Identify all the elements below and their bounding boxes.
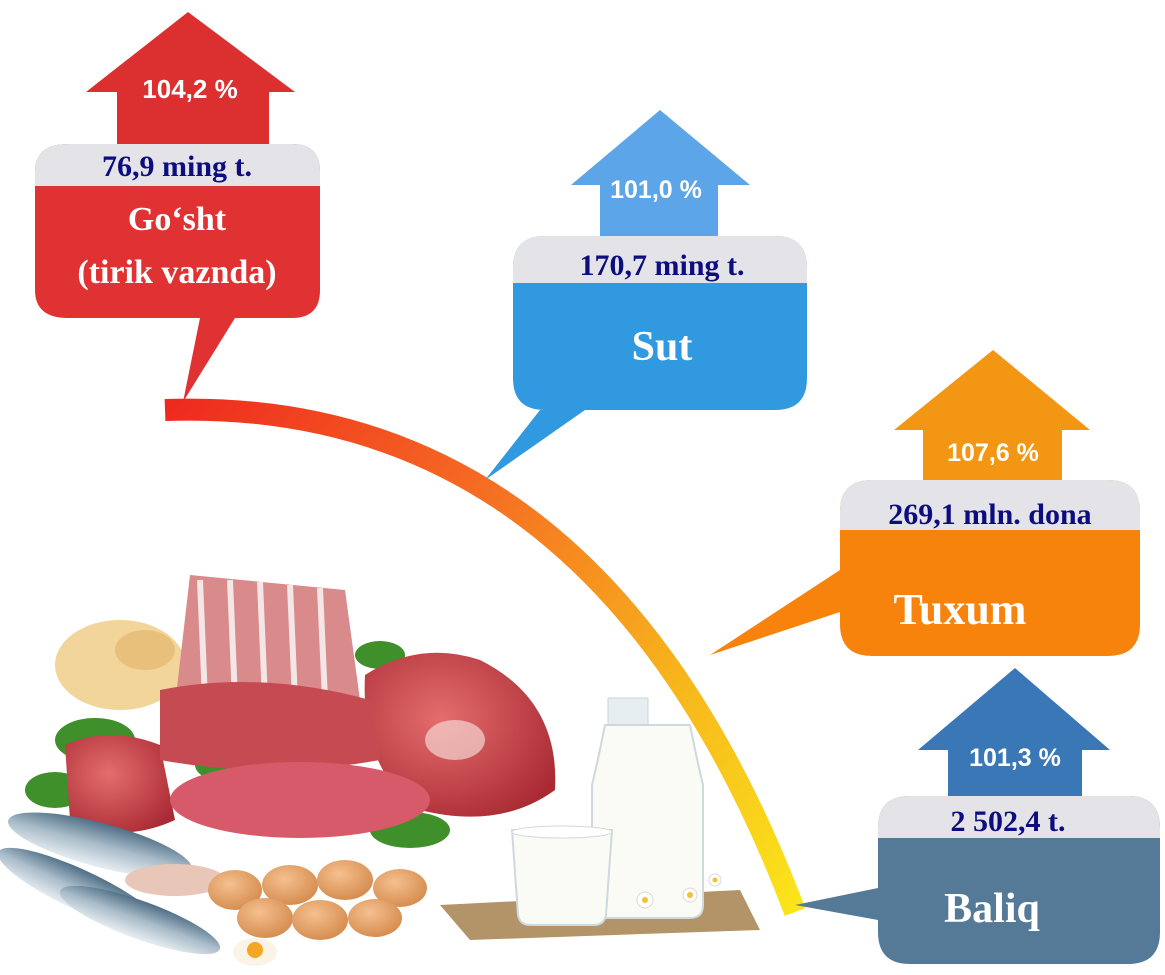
- timeline-arc: [164, 398, 806, 916]
- beef-cut-icon: [65, 735, 175, 833]
- food-products-illustration: [0, 575, 760, 966]
- meat-growth-label: 104,2 %: [142, 74, 237, 104]
- fish-growth-label: 101,3 %: [969, 744, 1061, 772]
- eggs-amount: 269,1 mln. dona: [888, 498, 1091, 531]
- milk-bubble: [485, 236, 807, 480]
- milk-growth-arrow: [571, 110, 750, 236]
- eggs-value-band: [840, 480, 1140, 530]
- fish-growth-arrow: [918, 668, 1110, 800]
- eggs-name: Tuxum: [894, 585, 1027, 634]
- fish-amount: 2 502,4 t.: [951, 805, 1066, 838]
- fish-value-band: [878, 796, 1160, 838]
- milk-name: Sut: [632, 324, 693, 370]
- meat-amount: 76,9 ming t.: [102, 150, 252, 183]
- fish-icon: [0, 812, 225, 955]
- meat-value-band: [35, 144, 320, 186]
- fish-name: Baliq: [944, 886, 1040, 932]
- meat-name-subtitle: (tirik vaznda): [77, 254, 276, 291]
- milk-growth-label: 101,0 %: [610, 176, 702, 204]
- milk-value-band: [513, 236, 807, 283]
- minced-meat-icon: [170, 762, 430, 838]
- meat-callout: 104,2 % 76,9 ming t. Go‘sht (tirik vaznd…: [35, 12, 320, 402]
- meat-name: Go‘sht: [128, 201, 227, 238]
- milk-glass-icon: [510, 825, 614, 926]
- meat-bubble: [35, 144, 320, 402]
- milk-callout: 101,0 % 170,7 ming t. Sut: [485, 110, 807, 480]
- fish-callout: 101,3 % 2 502,4 t. Baliq: [795, 668, 1160, 964]
- eggs-callout: 107,6 % 269,1 mln. dona Tuxum: [710, 350, 1140, 656]
- lamb-rack-icon: [175, 575, 360, 705]
- milk-bottle-icon: [591, 697, 704, 919]
- eggs-icon: [208, 860, 427, 940]
- eggs-growth-label: 107,6 %: [947, 439, 1039, 467]
- meat-growth-arrow: [86, 12, 295, 145]
- eggs-growth-arrow: [894, 350, 1090, 480]
- milk-amount: 170,7 ming t.: [580, 249, 745, 282]
